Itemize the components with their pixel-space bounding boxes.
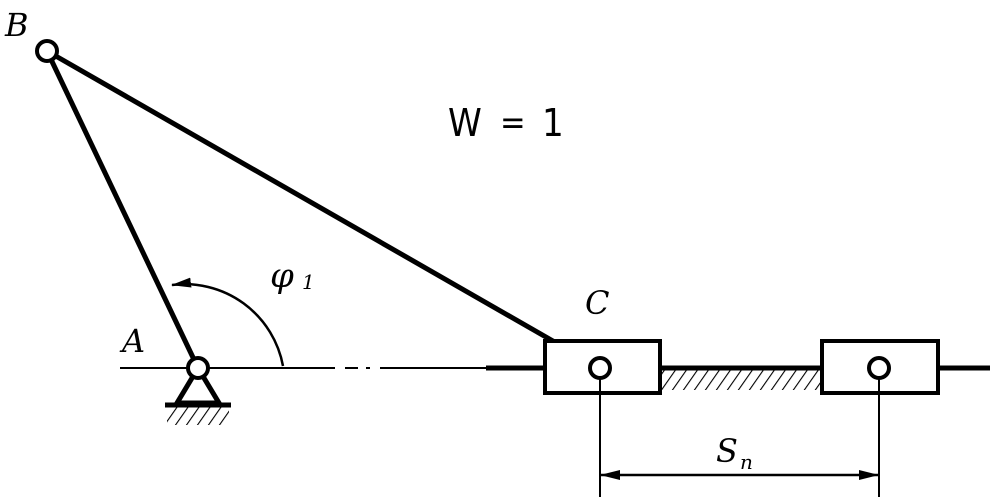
angle-arc [171,277,285,367]
label-b: B [4,6,29,44]
label-s: S [716,432,738,470]
joint-b [35,39,59,63]
label-c: C [585,284,609,322]
ground-support-a [165,363,231,425]
label-phi-subscript: 1 [302,270,315,294]
joint-c-extreme [867,356,891,380]
label-a: A [119,322,145,360]
joint-a [186,356,210,380]
formula-lhs: W [448,101,482,145]
connecting-rod-bc [45,48,602,371]
label-phi: φ [270,256,294,296]
guide-hatching [662,370,820,390]
formula-eq: = [500,103,526,143]
label-s-subscript: п [740,450,753,474]
crank-ab [44,49,201,370]
joint-c [588,356,612,380]
formula-rhs: 1 [542,101,564,145]
dof-formula: W = 1 [448,101,564,145]
